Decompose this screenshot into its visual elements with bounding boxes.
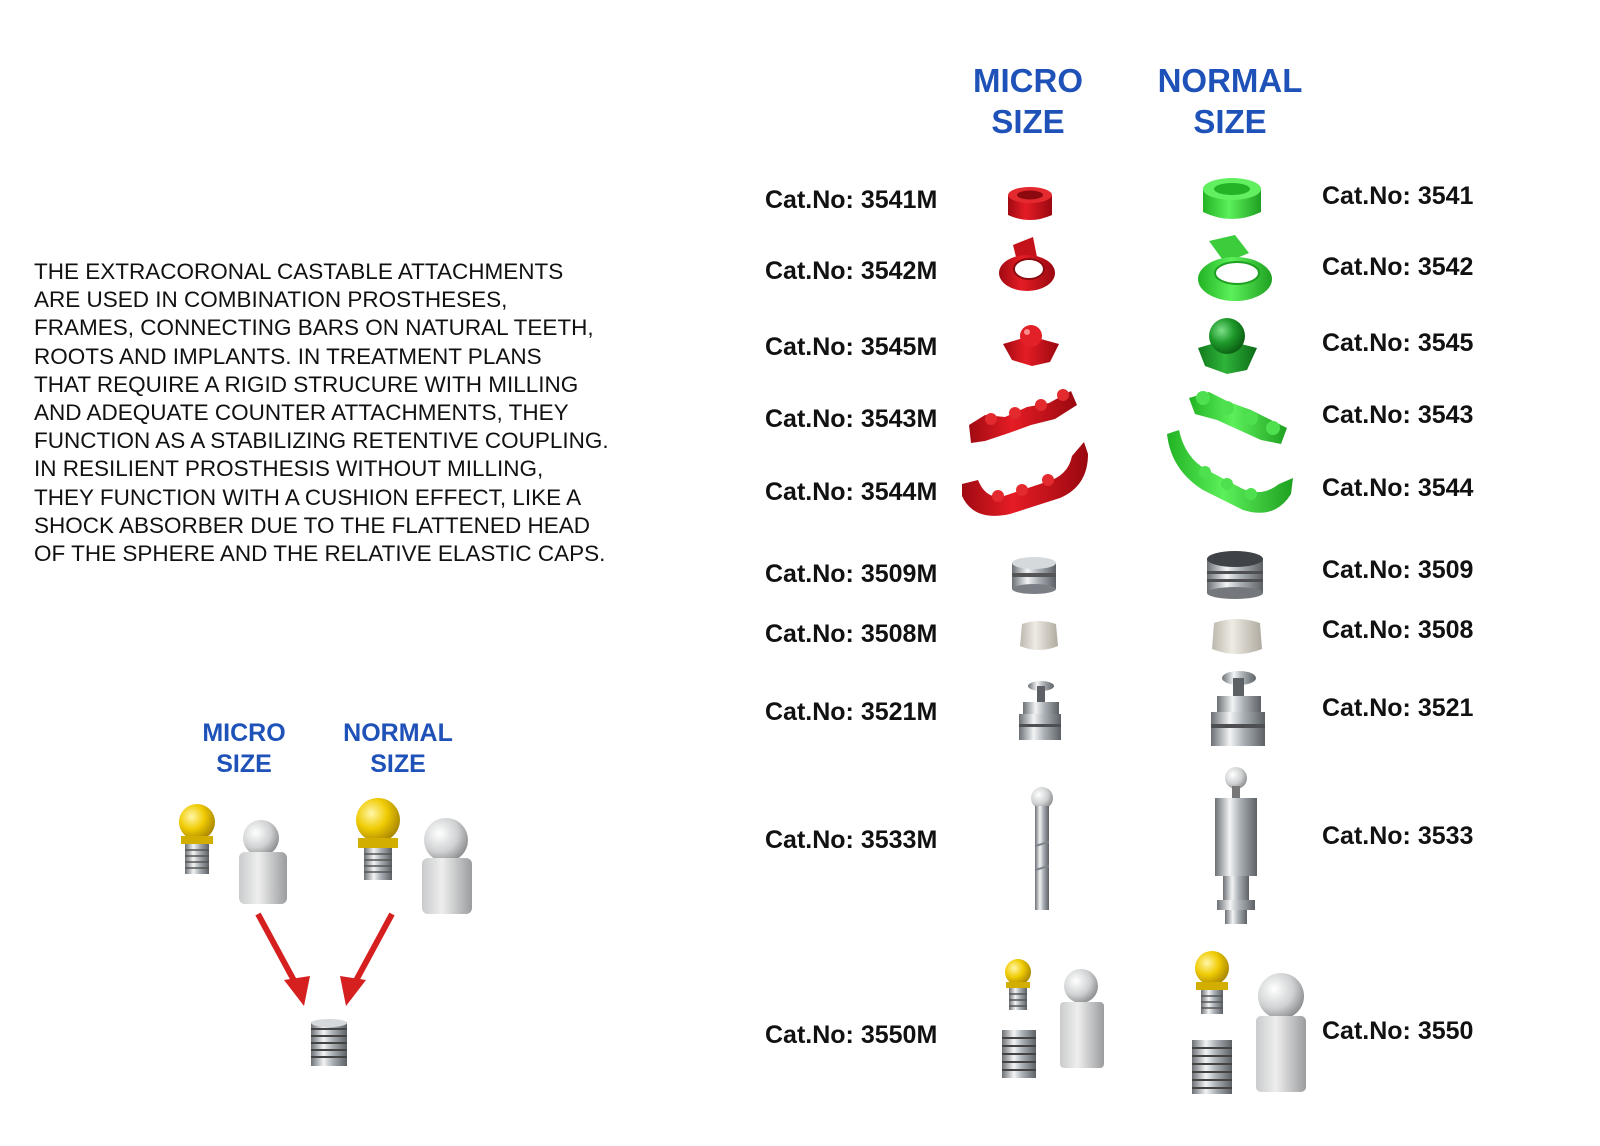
product-image-3541 (1203, 178, 1261, 219)
product-image-3508m (1020, 621, 1058, 650)
description-line: FUNCTION AS A STABILIZING RETENTIVE COUP… (34, 428, 609, 454)
description-line: ROOTS AND IMPLANTS. IN TREATMENT PLANS (34, 343, 542, 369)
cat-label-3521: Cat.No: 3521 (1322, 694, 1474, 722)
cat-label-3508: Cat.No: 3508 (1322, 616, 1474, 644)
product-image-3550m (1002, 959, 1104, 1078)
column-header-normal-line1: NORMAL (1157, 62, 1303, 99)
product-image-3533 (1215, 767, 1257, 924)
cat-label-3550m: Cat.No: 3550M (765, 1021, 938, 1049)
description-line: FRAMES, CONNECTING BARS ON NATURAL TEETH… (34, 315, 594, 341)
cat-label-3544m: Cat.No: 3544M (765, 478, 938, 506)
illustration-normal-set (356, 798, 472, 914)
arrow-icons (255, 912, 395, 1006)
cat-label-3533: Cat.No: 3533 (1322, 822, 1474, 850)
product-image-3508 (1212, 619, 1262, 654)
mini-header-normal-line2: SIZE (370, 750, 426, 779)
cat-label-3544: Cat.No: 3544 (1322, 474, 1474, 502)
description-line: ARE USED IN COMBINATION PROSTHESES, (34, 287, 508, 313)
cat-label-3545: Cat.No: 3545 (1322, 329, 1474, 357)
product-image-3533m (1031, 787, 1053, 910)
product-image-3543 (1189, 391, 1287, 444)
cat-label-3521m: Cat.No: 3521M (765, 698, 938, 726)
product-image-3521m (1019, 681, 1061, 740)
column-header-normal-line2: SIZE (1193, 103, 1267, 141)
product-image-3509m (1012, 557, 1056, 594)
product-image-3543m (969, 389, 1077, 443)
description-line: SHOCK ABSORBER DUE TO THE FLATTENED HEAD (34, 512, 590, 538)
cat-label-3542: Cat.No: 3542 (1322, 253, 1474, 281)
cat-label-3533m: Cat.No: 3533M (765, 826, 938, 854)
column-header-micro: MICRO SIZE (968, 60, 1088, 143)
cat-label-3541m: Cat.No: 3541M (765, 186, 938, 214)
product-image-3550 (1192, 951, 1306, 1094)
cat-label-3542m: Cat.No: 3542M (765, 257, 938, 285)
arrow-right-icon (340, 912, 395, 1006)
description-line: IN RESILIENT PROSTHESIS WITHOUT MILLING, (34, 456, 544, 482)
description-line: THE EXTRACORONAL CASTABLE ATTACHMENTS (34, 259, 564, 284)
mini-header-micro-line1: MICRO (202, 719, 286, 747)
mini-header-normal-line1: NORMAL (343, 719, 453, 747)
cat-label-3543: Cat.No: 3543 (1322, 401, 1474, 429)
cat-label-3541: Cat.No: 3541 (1322, 182, 1474, 210)
product-image-3545m (1003, 325, 1059, 366)
description-line: AND ADEQUATE COUNTER ATTACHMENTS, THEY (34, 400, 569, 426)
cat-label-3508m: Cat.No: 3508M (765, 620, 938, 648)
column-header-normal: NORMAL SIZE (1150, 60, 1310, 143)
description-line: THAT REQUIRE A RIGID STRUCURE WITH MILLI… (34, 371, 579, 397)
description-line: OF THE SPHERE AND THE RELATIVE ELASTIC C… (34, 541, 606, 567)
cat-label-3543m: Cat.No: 3543M (765, 405, 938, 433)
description-line: THEY FUNCTION WITH A CUSHION EFFECT, LIK… (34, 484, 582, 510)
cat-label-3509m: Cat.No: 3509M (765, 560, 938, 588)
arrow-left-icon (255, 912, 310, 1006)
shared-housing-spring (311, 1019, 347, 1066)
cat-label-3509: Cat.No: 3509 (1322, 556, 1474, 584)
product-image-3545 (1198, 318, 1257, 374)
description-paragraph: THE EXTRACORONAL CASTABLE ATTACHMENTS AR… (34, 258, 674, 568)
product-image-3542m (999, 237, 1055, 291)
cat-label-3545m: Cat.No: 3545M (765, 333, 938, 361)
column-header-micro-line1: MICRO (973, 62, 1083, 99)
mini-header-normal: NORMAL SIZE (338, 718, 458, 781)
product-image-3542 (1198, 235, 1272, 301)
product-image-3544 (1167, 430, 1293, 513)
mini-header-micro: MICRO SIZE (196, 718, 292, 781)
mini-header-micro-line2: SIZE (216, 750, 272, 779)
product-image-3521 (1211, 671, 1265, 746)
product-image-3544m (962, 442, 1088, 516)
product-image-3541m (1008, 187, 1052, 220)
illustration-micro-set (179, 804, 287, 904)
column-header-micro-line2: SIZE (991, 103, 1065, 141)
product-image-3509 (1207, 551, 1263, 599)
cat-label-3550: Cat.No: 3550 (1322, 1017, 1474, 1045)
